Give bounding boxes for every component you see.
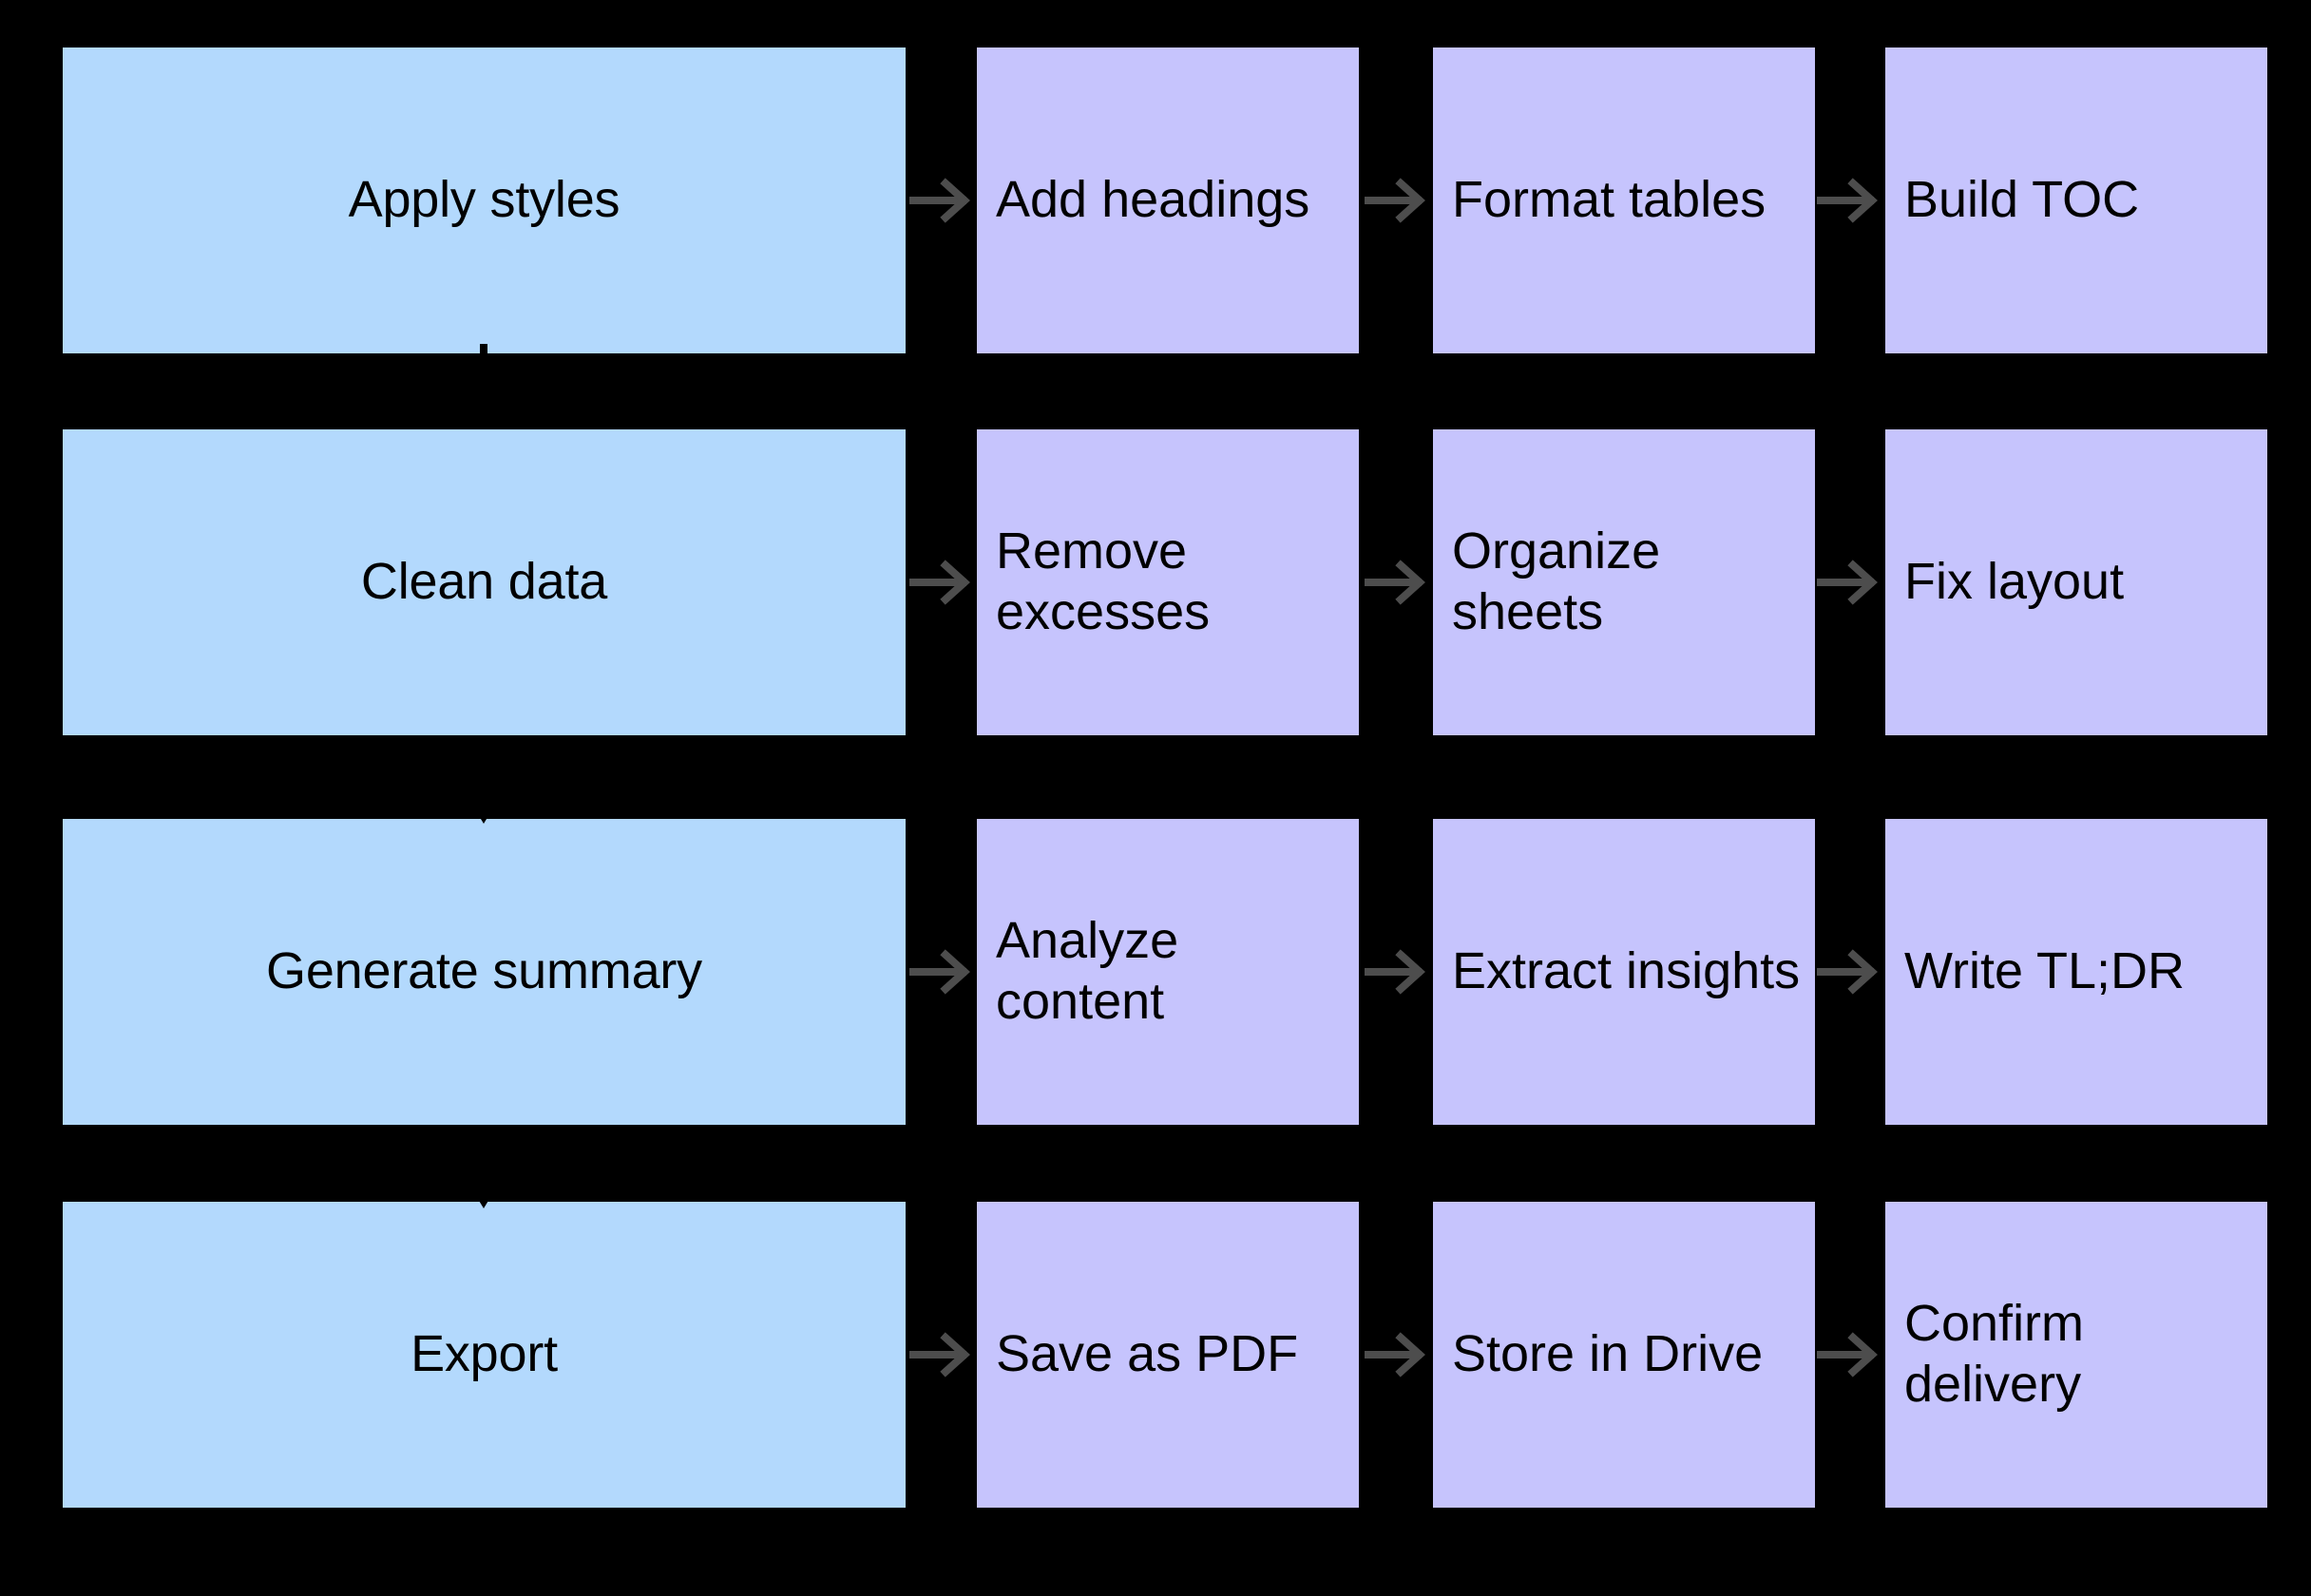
phase-label: Clean data xyxy=(360,553,608,611)
phase-box[interactable]: Export xyxy=(63,1202,906,1508)
phase-box[interactable]: Generate summary xyxy=(63,819,906,1125)
step-box[interactable]: Add headings xyxy=(977,48,1359,353)
step-label: Extract insights xyxy=(1452,942,1801,1000)
arrow-right-icon xyxy=(1817,1323,1880,1386)
phase-box[interactable]: Clean data xyxy=(63,429,906,735)
arrow-right-icon xyxy=(1365,551,1427,614)
step-box[interactable]: Write TL;DR xyxy=(1885,819,2267,1125)
step-label: Analyze content xyxy=(996,912,1179,1030)
flow-row: Generate summary Analyze content Extract… xyxy=(0,819,2311,1125)
flow-row: Clean data Remove excesses Organize shee… xyxy=(0,429,2311,735)
phase-label: Export xyxy=(411,1325,558,1383)
arrow-down-icon xyxy=(469,344,498,372)
step-box[interactable]: Fix layout xyxy=(1885,429,2267,735)
phase-label: Generate summary xyxy=(266,942,702,1000)
step-box[interactable]: Extract insights xyxy=(1433,819,1815,1125)
arrow-right-icon xyxy=(1817,169,1880,232)
step-box[interactable]: Save as PDF xyxy=(977,1202,1359,1508)
step-label: Format tables xyxy=(1452,171,1767,229)
arrow-right-icon xyxy=(909,1323,972,1386)
step-label: Write TL;DR xyxy=(1904,942,2186,1000)
arrow-right-icon xyxy=(1817,940,1880,1003)
step-label: Remove excesses xyxy=(996,522,1211,640)
step-box[interactable]: Remove excesses xyxy=(977,429,1359,735)
step-label: Organize sheets xyxy=(1452,522,1661,640)
arrow-right-icon xyxy=(1817,551,1880,614)
arrow-right-icon xyxy=(909,551,972,614)
step-label: Build TOC xyxy=(1904,171,2140,229)
step-box[interactable]: Build TOC xyxy=(1885,48,2267,353)
step-box[interactable]: Store in Drive xyxy=(1433,1202,1815,1508)
step-box[interactable]: Analyze content xyxy=(977,819,1359,1125)
arrow-right-icon xyxy=(909,940,972,1003)
step-label: Store in Drive xyxy=(1452,1325,1764,1383)
step-label: Save as PDF xyxy=(996,1325,1299,1383)
arrow-right-icon xyxy=(1365,169,1427,232)
flow-row: Export Save as PDF Store in Drive Confir… xyxy=(0,1202,2311,1508)
arrow-right-icon xyxy=(1365,940,1427,1003)
step-box[interactable]: Format tables xyxy=(1433,48,1815,353)
arrow-down-icon xyxy=(469,1188,498,1216)
arrow-right-icon xyxy=(1365,1323,1427,1386)
step-label: Add headings xyxy=(996,171,1310,229)
step-box[interactable]: Confirm delivery xyxy=(1885,1202,2267,1508)
arrow-right-icon xyxy=(909,169,972,232)
phase-label: Apply styles xyxy=(348,171,621,229)
step-label: Confirm delivery xyxy=(1904,1295,2085,1413)
step-label: Fix layout xyxy=(1904,553,2125,611)
arrow-down-icon xyxy=(469,803,498,831)
step-box[interactable]: Organize sheets xyxy=(1433,429,1815,735)
flow-row: Apply styles Add headings Format tables … xyxy=(0,48,2311,353)
phase-box[interactable]: Apply styles xyxy=(63,48,906,353)
